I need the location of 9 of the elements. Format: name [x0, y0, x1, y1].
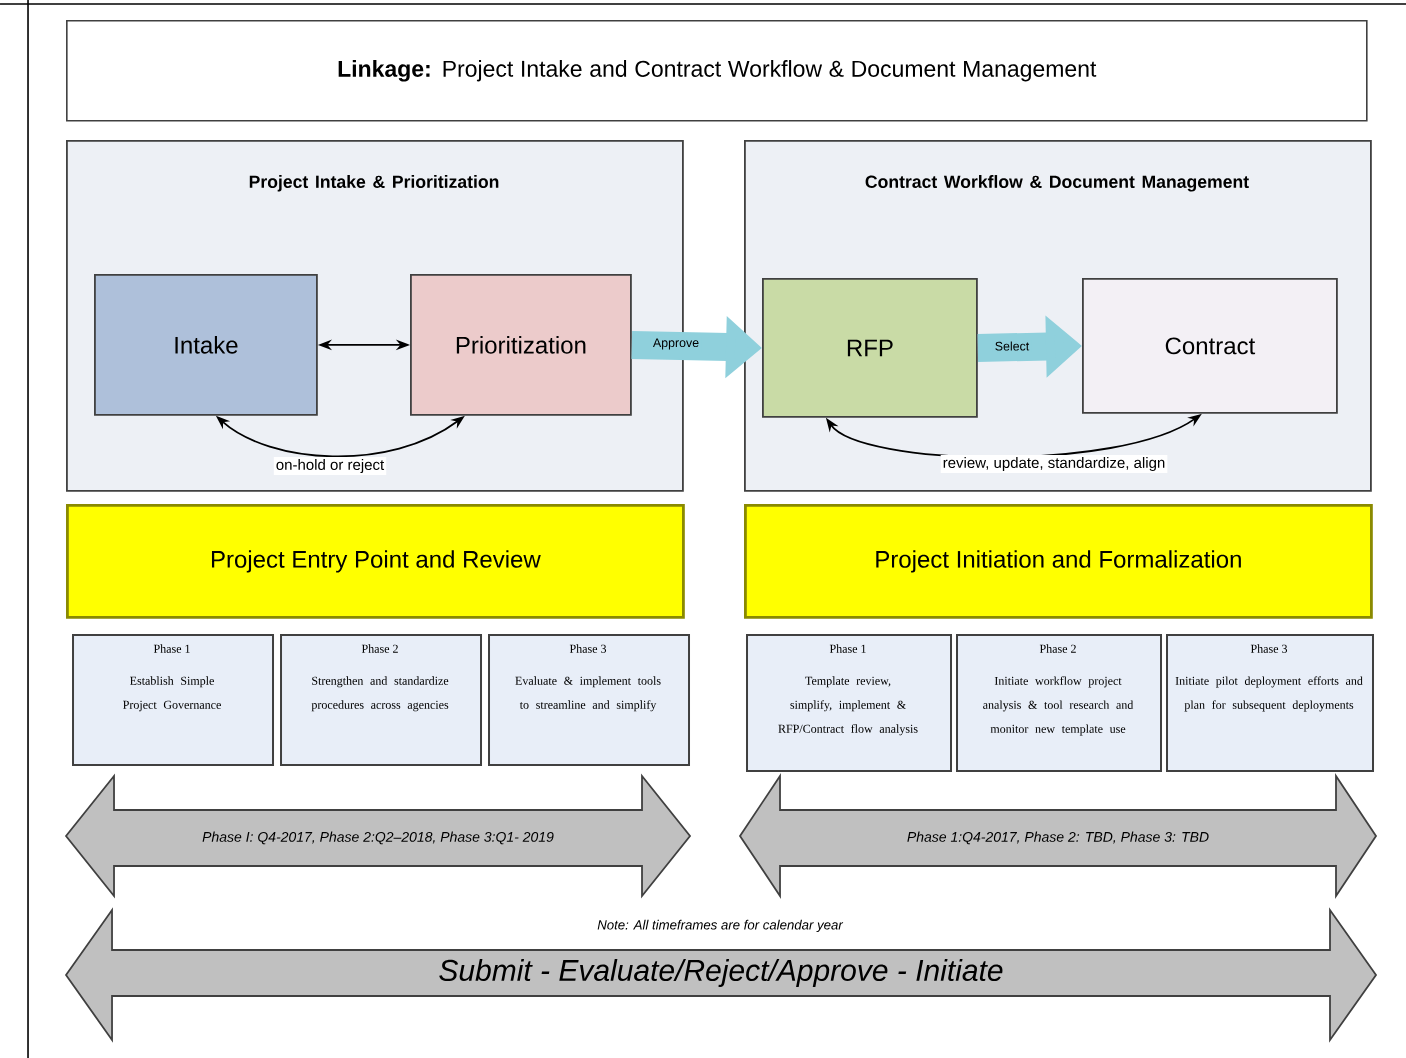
process-box: Intake	[94, 274, 318, 416]
panel-heading: Project Intake & Prioritization	[249, 175, 499, 192]
panel-heading: Contract Workflow & Document Management	[865, 175, 1249, 192]
process-box: Contract	[1082, 278, 1338, 414]
process-box: RFP	[762, 278, 978, 418]
title-box: Linkage: Project Intake and Contract Workflow & Document Management	[66, 20, 1368, 122]
process-box: Prioritization	[410, 274, 632, 416]
phase-banner: Project Initiation and Formalization	[744, 504, 1373, 619]
phase-banner: Project Entry Point and Review	[66, 504, 685, 619]
